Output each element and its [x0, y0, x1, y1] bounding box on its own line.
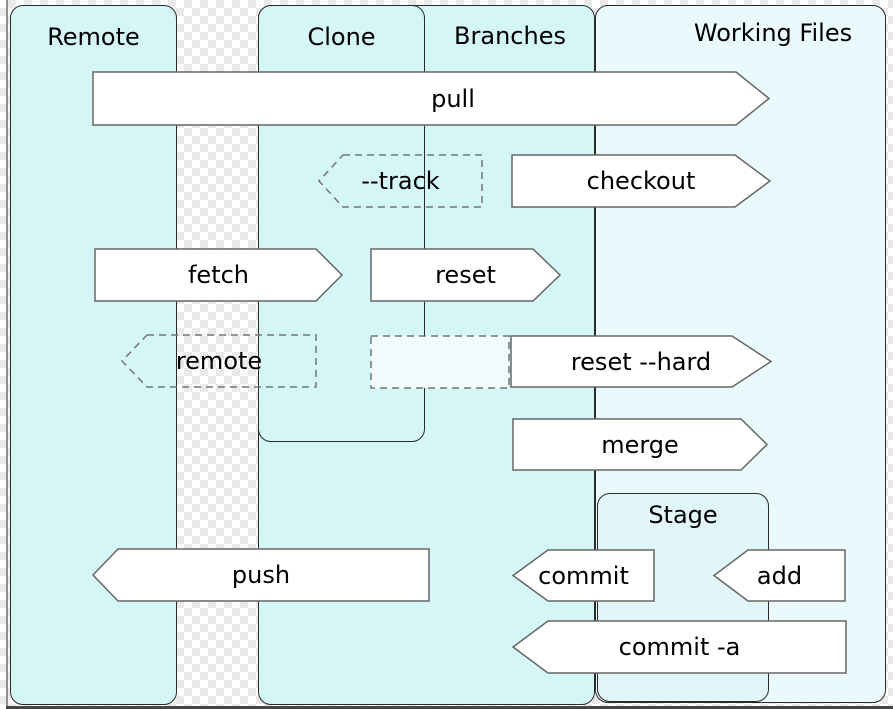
arrow-merge: merge [512, 418, 769, 471]
arrow-pull: pull [92, 71, 771, 126]
viewer-left-edge [6, 0, 8, 709]
arrow-reset: reset [370, 248, 562, 302]
arrow-commit-a: commit -a [511, 620, 847, 674]
arrow-commit: commit [511, 549, 655, 602]
arrow-checkout: checkout [511, 154, 772, 208]
viewer-bottom-edge [6, 706, 893, 709]
arrow-fetch: fetch [94, 248, 344, 302]
panel-remote-title: Remote [47, 23, 140, 51]
arrow-reset-hard: reset --hard [510, 335, 773, 388]
arrow-remote: remote [120, 334, 317, 388]
arrow-add: add [712, 549, 846, 602]
panel-branches-title: Branches [454, 22, 566, 50]
panel-clone-title: Clone [307, 23, 376, 51]
panel-stage-title: Stage [648, 501, 718, 529]
arrow-push: push [91, 548, 430, 602]
arrow-track: --track [317, 154, 483, 208]
arrow-reset-hard-tail [370, 335, 510, 389]
panel-working-files-title: Working Files [693, 19, 853, 47]
